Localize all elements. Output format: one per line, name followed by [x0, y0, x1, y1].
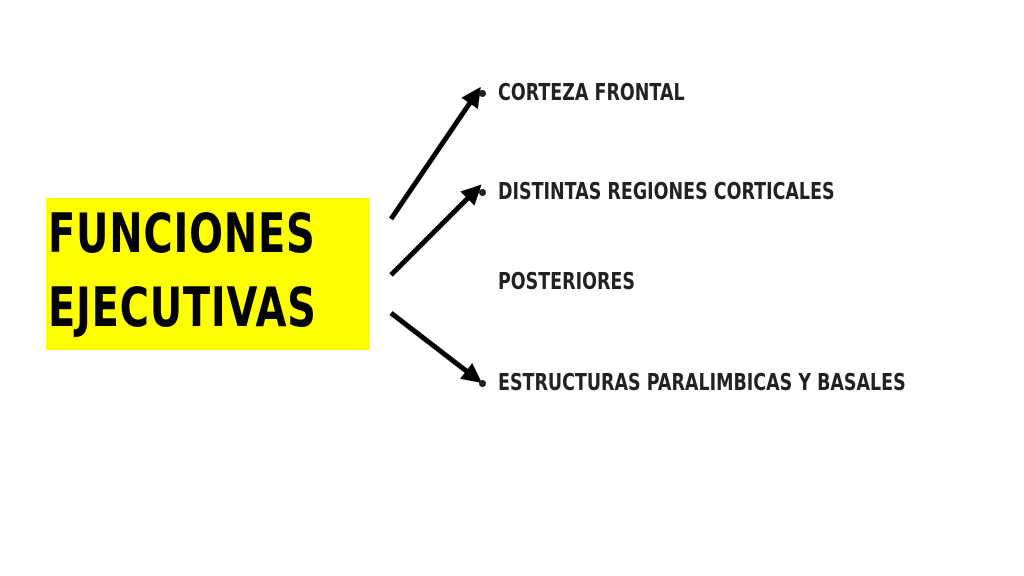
arrow-to-corteza-frontal [388, 86, 481, 221]
bullet-2 [479, 189, 486, 196]
title-line-2: EJECUTIVAS [48, 276, 317, 339]
title-line-1: FUNCIONES [48, 202, 316, 265]
item-distintas-regiones-corticales: DISTINTAS REGIONES CORTICALES [498, 179, 835, 205]
item-posteriores: POSTERIORES [498, 269, 635, 295]
bullet-1 [479, 90, 486, 97]
arrow-to-regiones-corticales [389, 184, 482, 277]
arrow-to-estructuras-paralimbicas [389, 311, 482, 384]
item-corteza-frontal: CORTEZA FRONTAL [498, 80, 685, 106]
bullet-4 [479, 380, 486, 387]
item-estructuras-paralimbicas: ESTRUCTURAS PARALIMBICAS Y BASALES [498, 370, 906, 396]
title-highlight-box [46, 198, 370, 350]
